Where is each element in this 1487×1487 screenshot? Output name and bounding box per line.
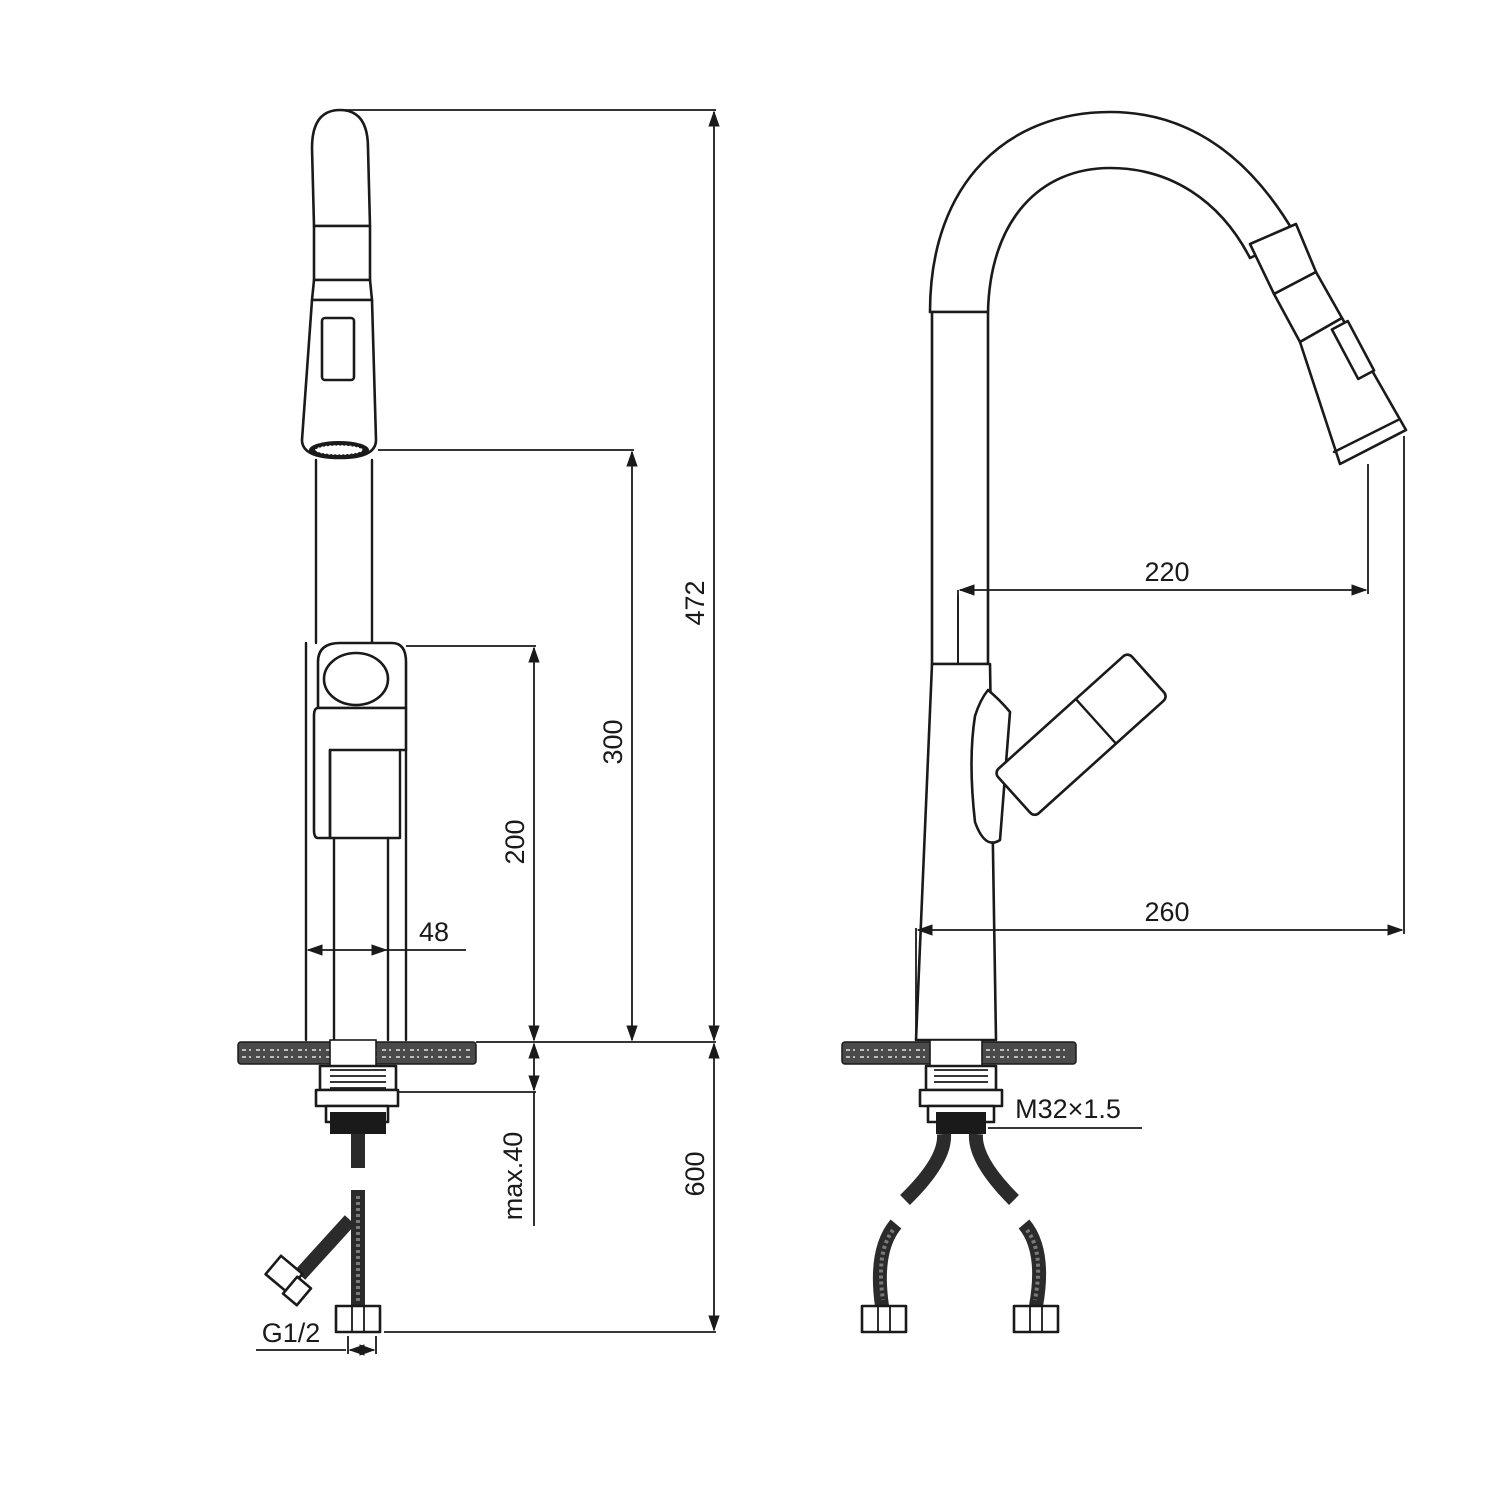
side-hoses xyxy=(860,1133,1060,1334)
side-view xyxy=(841,110,1408,1334)
dimension-labels: 472 300 200 48 max.40 600 G1/2 220 260 M… xyxy=(262,557,1190,1348)
side-mounting-nut xyxy=(918,1064,1004,1134)
front-spout-ring-2 xyxy=(310,278,374,302)
label-600: 600 xyxy=(680,1151,710,1196)
front-spout-pipe xyxy=(314,458,374,645)
side-countertop xyxy=(841,1039,1077,1067)
label-200: 200 xyxy=(500,819,530,864)
label-260: 260 xyxy=(1144,897,1189,927)
front-hoses xyxy=(264,1134,382,1334)
front-countertop xyxy=(237,1039,477,1067)
label-472: 472 xyxy=(680,580,710,625)
front-spout-head xyxy=(310,108,372,228)
front-spray-button xyxy=(320,316,356,382)
label-48: 48 xyxy=(419,917,449,947)
front-cartridge xyxy=(312,706,408,840)
side-spray-button xyxy=(1330,319,1376,381)
label-g12: G1/2 xyxy=(262,1318,321,1348)
label-max40: max.40 xyxy=(498,1132,528,1221)
side-gooseneck-spout xyxy=(928,110,1298,314)
front-view xyxy=(237,108,477,1334)
side-spray-head xyxy=(1298,316,1408,466)
side-upper-stem xyxy=(930,310,990,666)
front-mounting-nut xyxy=(314,1064,400,1134)
front-lever-disc xyxy=(322,651,390,707)
front-spout-ring-1 xyxy=(312,224,372,282)
label-300: 300 xyxy=(598,719,628,764)
side-lever-joint xyxy=(970,688,1012,844)
side-lever-handle xyxy=(995,653,1167,817)
front-body-column xyxy=(304,641,408,1042)
label-m32: M32×1.5 xyxy=(1015,1094,1121,1124)
dimension-lines xyxy=(256,109,1405,1356)
label-220: 220 xyxy=(1144,557,1189,587)
